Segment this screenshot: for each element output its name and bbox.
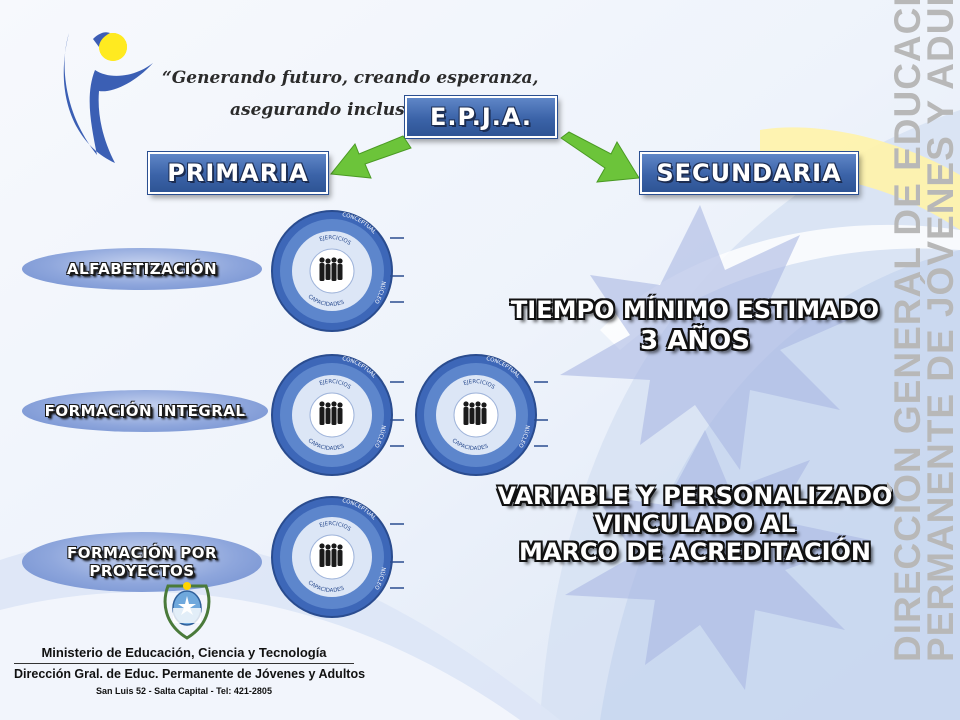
motto-line-2: asegurando inclusión” bbox=[230, 100, 445, 120]
people-icon bbox=[319, 257, 343, 281]
starburst-bottom bbox=[565, 430, 870, 690]
option-alfabetizacion-label: ALFABETIZACIÓN bbox=[66, 260, 218, 278]
option-formacion-integral: FORMACIÓN INTEGRAL bbox=[22, 390, 268, 432]
starburst-top bbox=[560, 205, 860, 470]
arrow-left-icon bbox=[330, 135, 412, 179]
footer-ministry: Ministerio de Educación, Ciencia y Tecno… bbox=[41, 645, 327, 660]
option-formacion-proyectos-label: FORMACIÓN POR PROYECTOS bbox=[67, 544, 217, 580]
epja-node: E.P.J.A. bbox=[405, 96, 557, 138]
footer-address: San Luis 52 - Salta Capital - Tel: 421-2… bbox=[96, 686, 272, 696]
vertical-title-line-2: PERMANENTE DE JÓVENES Y ADULTOS bbox=[920, 0, 960, 662]
variable-line-2: VINCULADO AL bbox=[594, 510, 796, 538]
option-formacion-proyectos: FORMACIÓN POR PROYECTOS bbox=[22, 532, 262, 592]
option-formacion-integral-label: FORMACIÓN INTEGRAL bbox=[44, 402, 246, 420]
duration-value: 3 AÑOS bbox=[640, 326, 750, 356]
inner-top-label: EJERCICIOS bbox=[463, 379, 496, 391]
people-icon bbox=[319, 401, 343, 425]
primaria-node: PRIMARIA bbox=[148, 152, 328, 194]
coat-of-arms-icon bbox=[163, 582, 211, 640]
motto-line-1: “Generando futuro, creando esperanza, bbox=[162, 68, 539, 88]
logo-figure-icon bbox=[63, 32, 153, 163]
variable-line-3: MARCO DE ACREDITACIÓN bbox=[518, 538, 871, 566]
secundaria-node: SECUNDARIA bbox=[640, 152, 858, 194]
variable-line-1: VARIABLE Y PERSONALIZADO bbox=[497, 482, 893, 510]
footer-divider bbox=[14, 663, 354, 664]
arrow-right-icon bbox=[560, 131, 640, 183]
duration-label: TIEMPO MÍNIMO ESTIMADO bbox=[510, 296, 880, 324]
inner-top-label: EJERCICIOS bbox=[319, 379, 352, 391]
people-icon bbox=[319, 543, 343, 567]
option-alfabetizacion: ALFABETIZACIÓN bbox=[22, 248, 262, 290]
inner-top-label: EJERCICIOS bbox=[319, 521, 352, 533]
footer-direction: Dirección Gral. de Educ. Permanente de J… bbox=[14, 667, 366, 681]
inner-top-label: EJERCICIOS bbox=[319, 235, 352, 247]
people-icon bbox=[463, 401, 487, 425]
